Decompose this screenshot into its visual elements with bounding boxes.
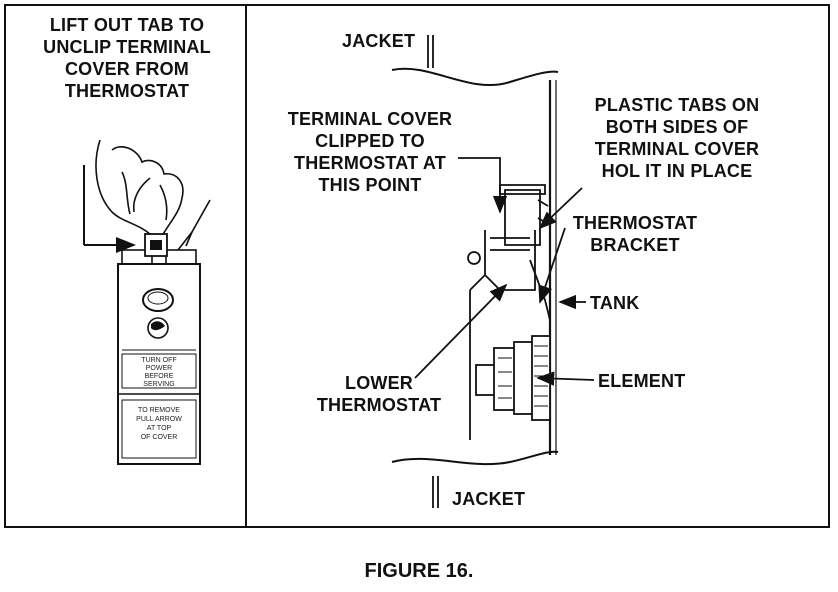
leader-bracket bbox=[538, 227, 566, 304]
element-label: ELEMENT bbox=[598, 371, 686, 391]
plastic-tabs-label: PLASTIC TABS ON BOTH SIDES OF TERMINAL C… bbox=[568, 94, 786, 182]
cover-text-power: TURN OFF POWER BEFORE SERVING bbox=[141, 357, 176, 388]
thermostat-cover bbox=[117, 233, 201, 465]
svg-text:AT TOP: AT TOP bbox=[147, 425, 172, 432]
cover-text-remove: TO REMOVE PULL ARROW AT TOP OF COVER bbox=[136, 407, 182, 441]
lower-thermostat-line-2: THERMOSTAT bbox=[316, 395, 442, 415]
plastic-tabs-line-4: HOL IT IN PLACE bbox=[601, 161, 753, 181]
leader-element bbox=[536, 371, 595, 386]
jacket-top-edge bbox=[391, 67, 559, 87]
plastic-tabs-line-1: PLASTIC TABS ON bbox=[594, 95, 760, 115]
jacket-bottom-label: JACKET bbox=[452, 489, 526, 509]
svg-text:POWER: POWER bbox=[146, 365, 172, 372]
leader-terminal-cover bbox=[458, 157, 508, 214]
plastic-tabs-line-2: BOTH SIDES OF bbox=[605, 117, 749, 137]
svg-text:TURN OFF: TURN OFF bbox=[141, 357, 176, 364]
svg-text:SERVING: SERVING bbox=[143, 381, 174, 388]
figure-frame bbox=[4, 4, 830, 528]
leader-plastic-tabs bbox=[538, 187, 583, 230]
lower-thermostat-line-1: LOWER bbox=[345, 373, 413, 393]
thermostat-bracket-label: THERMOSTAT BRACKET bbox=[560, 212, 710, 256]
leader-lower-thermostat bbox=[414, 283, 508, 379]
figure-caption: FIGURE 16. bbox=[364, 560, 474, 582]
panel-divider bbox=[245, 4, 247, 528]
jacket-bottom-edge bbox=[391, 450, 559, 466]
jacket-top-label: JACKET bbox=[342, 31, 416, 51]
instruction-label: LIFT OUT TAB TO UNCLIP TERMINAL COVER FR… bbox=[22, 14, 232, 102]
terminal-cover-label: TERMINAL COVER CLIPPED TO THERMOSTAT AT … bbox=[276, 108, 464, 196]
bracket-line-1: THERMOSTAT bbox=[572, 213, 698, 233]
tank-label: TANK bbox=[590, 293, 640, 313]
svg-text:BEFORE: BEFORE bbox=[145, 373, 174, 380]
terminal-cover-line-1: TERMINAL COVER bbox=[287, 109, 453, 129]
bracket-line-2: BRACKET bbox=[590, 235, 680, 255]
hand-illustration bbox=[95, 139, 211, 251]
instruction-line-1: LIFT OUT TAB TO bbox=[49, 15, 205, 35]
lower-thermostat-label: LOWER THERMOSTAT bbox=[316, 372, 442, 416]
instruction-line-2: UNCLIP TERMINAL bbox=[43, 37, 211, 57]
terminal-cover-line-3: THERMOSTAT AT bbox=[294, 153, 446, 173]
svg-text:TO REMOVE: TO REMOVE bbox=[138, 407, 180, 414]
terminal-cover-line-4: THIS POINT bbox=[318, 175, 422, 195]
terminal-cover-line-2: CLIPPED TO bbox=[315, 131, 425, 151]
plastic-tabs-line-3: TERMINAL COVER bbox=[594, 139, 760, 159]
instruction-line-3: COVER FROM bbox=[64, 59, 189, 79]
svg-text:OF COVER: OF COVER bbox=[141, 434, 178, 441]
instruction-line-4: THERMOSTAT bbox=[64, 81, 190, 101]
svg-text:PULL ARROW: PULL ARROW bbox=[136, 416, 182, 423]
